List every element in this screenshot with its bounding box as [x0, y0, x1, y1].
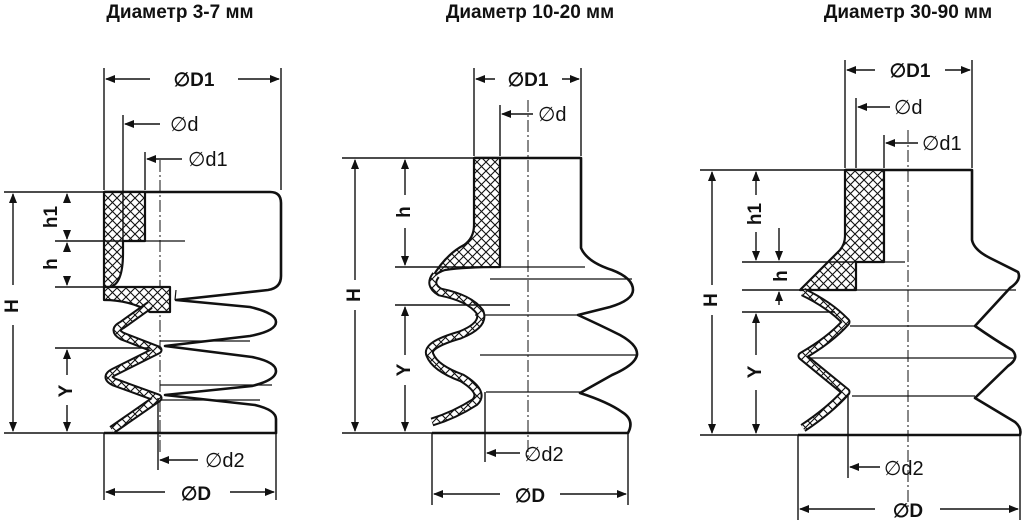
- label-h: h: [771, 270, 792, 282]
- label-d: ∅d: [538, 104, 567, 126]
- diagram-title: Диаметр 30-90 мм: [824, 2, 992, 23]
- label-D1: ∅D1: [174, 70, 215, 91]
- label-d2: ∅d2: [524, 444, 564, 466]
- label-d1: ∅d1: [922, 133, 962, 155]
- label-h: h: [394, 206, 415, 218]
- label-D1: ∅D1: [890, 61, 931, 82]
- bellows-wall: [104, 301, 163, 434]
- label-h: h: [41, 258, 62, 270]
- cup-outline: [798, 168, 1022, 437]
- label-H: H: [701, 293, 722, 307]
- label-d2: ∅d2: [205, 450, 245, 472]
- label-h1: h1: [41, 205, 62, 228]
- section-collar: [102, 285, 172, 314]
- fold-lines: [150, 289, 272, 401]
- diagram-large: Диаметр 30-90 мм ∅D1 ∅d ∅d1 H h1 h: [700, 2, 1022, 522]
- label-D1: ∅D1: [508, 70, 549, 91]
- label-Y: Y: [394, 363, 415, 376]
- label-d: ∅d: [170, 114, 199, 136]
- label-D: ∅D: [893, 501, 923, 522]
- cup-outline: [432, 156, 639, 435]
- diagram-title: Диаметр 3-7 мм: [106, 2, 253, 23]
- diagram-small: Диаметр 3-7 мм ∅D1 ∅d ∅d1 H: [2, 2, 283, 505]
- cup-outline: [104, 190, 283, 435]
- label-D: ∅D: [515, 486, 545, 507]
- label-h1: h1: [745, 202, 766, 225]
- label-Y: Y: [745, 365, 766, 378]
- label-d1: ∅d1: [188, 149, 228, 171]
- section-top: [798, 168, 886, 292]
- label-Y: Y: [56, 384, 77, 397]
- label-D: ∅D: [181, 484, 211, 505]
- label-d: ∅d: [894, 97, 923, 119]
- diagram-title: Диаметр 10-20 мм: [446, 2, 614, 23]
- fold-lines: [475, 266, 636, 393]
- label-H: H: [2, 299, 23, 313]
- diagram-medium: Диаметр 10-20 мм ∅D1 ∅d H h Y ∅d2: [342, 2, 639, 507]
- section-top: [102, 190, 147, 289]
- label-d2: ∅d2: [884, 458, 924, 480]
- label-H: H: [344, 288, 365, 302]
- section-top: [430, 156, 502, 280]
